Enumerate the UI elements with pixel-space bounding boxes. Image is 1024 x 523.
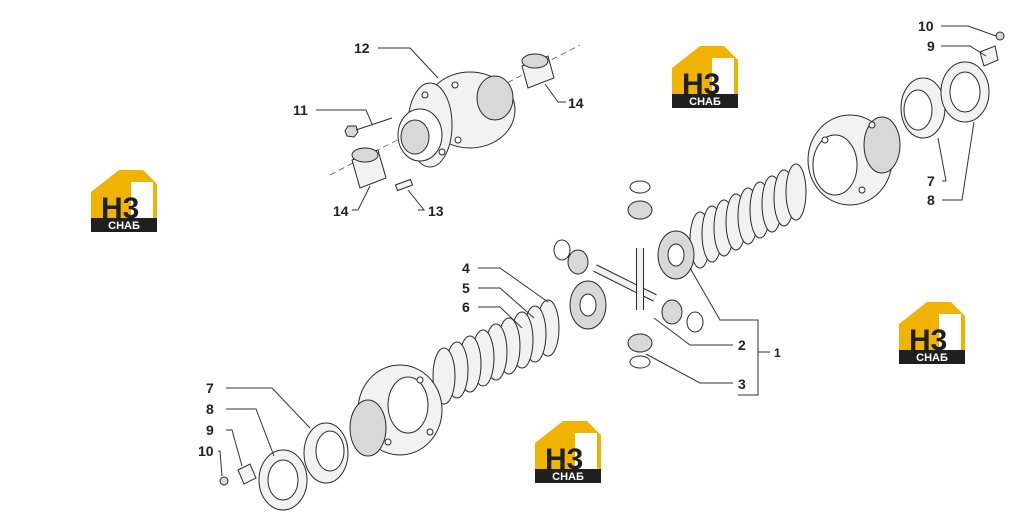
bearing-7-left bbox=[303, 422, 349, 484]
right-housing bbox=[807, 114, 901, 206]
thrust-washers bbox=[553, 180, 704, 369]
bearing-7-right bbox=[900, 77, 946, 139]
watermark-caption: СНАБ bbox=[689, 96, 721, 108]
side-gear-upper bbox=[657, 230, 695, 280]
differential-housing-12 bbox=[397, 71, 516, 168]
callout-6: 6 bbox=[462, 299, 470, 315]
ring-nut-8-right bbox=[940, 61, 990, 123]
planet-pinions bbox=[567, 200, 683, 353]
clutch-disc-pack-upper bbox=[689, 163, 807, 269]
callout-4: 4 bbox=[462, 260, 470, 276]
lower-assembly bbox=[219, 31, 1005, 511]
callout-11: 11 bbox=[293, 102, 308, 118]
left-housing bbox=[349, 364, 443, 457]
callout-labels: 12 11 14 13 14 10 9 7 8 4 5 6 2 1 3 7 8 … bbox=[198, 18, 935, 459]
callout-13: 13 bbox=[428, 203, 444, 219]
watermark-logo: H3 СНАБ bbox=[899, 302, 965, 364]
callout-2: 2 bbox=[738, 337, 746, 353]
pin-13 bbox=[394, 178, 414, 192]
callout-9-right: 9 bbox=[927, 38, 935, 54]
watermark-logo: H3 СНАБ bbox=[672, 46, 738, 108]
watermark-caption: СНАБ bbox=[108, 220, 140, 232]
bolt-10-left bbox=[219, 476, 229, 486]
callout-3: 3 bbox=[738, 376, 746, 392]
lock-plate-9-left bbox=[237, 463, 257, 485]
upper-assembly bbox=[329, 44, 581, 192]
watermark-logo: H3 СНАБ bbox=[91, 170, 157, 232]
callout-1: 1 bbox=[774, 346, 781, 360]
lock-plate-9-right bbox=[979, 45, 999, 67]
callout-9-left: 9 bbox=[206, 422, 214, 438]
callout-10-left: 10 bbox=[198, 443, 214, 459]
bushing-14-left bbox=[351, 147, 387, 189]
callout-5: 5 bbox=[462, 280, 470, 296]
watermark-logo: H3 СНАБ bbox=[535, 421, 601, 483]
callout-14-left: 14 bbox=[333, 203, 349, 219]
callout-12: 12 bbox=[354, 40, 370, 56]
ring-nut-8-left bbox=[258, 449, 308, 511]
bolt-10-right bbox=[995, 31, 1005, 41]
watermark-caption: СНАБ bbox=[552, 471, 584, 483]
watermark-caption: СНАБ bbox=[916, 352, 948, 364]
callout-8-right: 8 bbox=[927, 192, 935, 208]
callout-8-left: 8 bbox=[206, 401, 214, 417]
leader-lines bbox=[218, 25, 997, 477]
callout-7-right: 7 bbox=[927, 173, 935, 189]
spider-shafts bbox=[593, 248, 657, 310]
callout-14-right: 14 bbox=[568, 95, 584, 111]
callout-10-right: 10 bbox=[918, 18, 934, 34]
callout-7-left: 7 bbox=[206, 380, 214, 396]
bolt-11 bbox=[344, 117, 393, 138]
side-gear-lower bbox=[569, 280, 607, 330]
clutch-disc-pack-lower bbox=[432, 299, 560, 405]
bushing-14-right bbox=[521, 53, 555, 89]
